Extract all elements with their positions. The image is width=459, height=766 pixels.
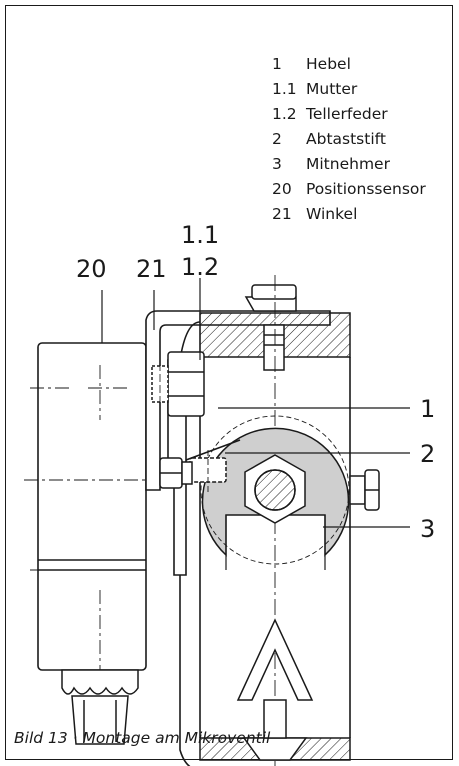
callout-20: 20 bbox=[76, 255, 107, 283]
legend-label: Mitnehmer bbox=[306, 155, 390, 173]
legend-row-positionssensor: 20 Positionssensor bbox=[272, 177, 452, 202]
position-sensor bbox=[37, 342, 147, 671]
top-screw bbox=[244, 284, 297, 371]
figure-caption: Bild 13 · Montage am Mikroventil bbox=[14, 729, 271, 747]
lever-lower-nut bbox=[159, 457, 193, 489]
legend-row-mitnehmer: 3 Mitnehmer bbox=[272, 152, 452, 177]
legend-number: 21 bbox=[272, 205, 292, 223]
legend-number: 3 bbox=[272, 155, 282, 173]
leader-lines bbox=[101, 278, 410, 528]
legend-number: 1.1 bbox=[272, 80, 297, 98]
side-nut bbox=[349, 469, 380, 511]
legend-row-winkel: 21 Winkel bbox=[272, 202, 452, 227]
legend-label: Positionssensor bbox=[306, 180, 426, 198]
legend-row-tellerfeder: 1.2 Tellerfeder bbox=[272, 102, 452, 127]
legend-number: 1 bbox=[272, 55, 282, 73]
legend-row-mutter: 1.1 Mutter bbox=[272, 77, 452, 102]
parts-legend: 1 Hebel 1.1 Mutter 1.2 Tellerfeder 2 Abt… bbox=[272, 52, 452, 227]
legend-number: 2 bbox=[272, 130, 282, 148]
legend-label: Hebel bbox=[306, 55, 351, 73]
legend-label: Mutter bbox=[306, 80, 358, 98]
legend-label: Abtaststift bbox=[306, 130, 386, 148]
legend-row-abtaststift: 2 Abtaststift bbox=[272, 127, 452, 152]
legend-row-hebel: 1 Hebel bbox=[272, 52, 452, 77]
callout-1-2: 1.2 bbox=[181, 253, 219, 281]
bottom-cone bbox=[236, 618, 314, 761]
legend-number: 20 bbox=[272, 180, 292, 198]
callout-2: 2 bbox=[420, 440, 435, 468]
nut-mutter bbox=[151, 351, 205, 420]
legend-label: Winkel bbox=[306, 205, 358, 223]
sensor-connector bbox=[61, 669, 139, 745]
callout-1: 1 bbox=[420, 395, 435, 423]
callout-1-1: 1.1 bbox=[181, 221, 219, 249]
legend-number: 1.2 bbox=[272, 105, 297, 123]
legend-label: Tellerfeder bbox=[306, 105, 388, 123]
valve-stem-nut bbox=[244, 454, 306, 524]
callout-3: 3 bbox=[420, 515, 435, 543]
callout-21: 21 bbox=[136, 255, 167, 283]
